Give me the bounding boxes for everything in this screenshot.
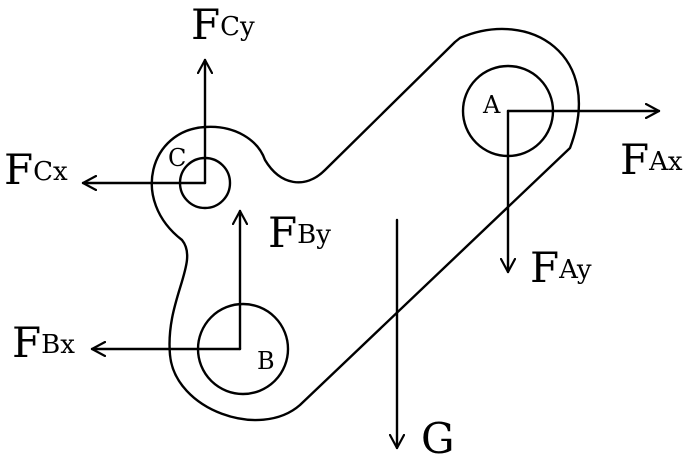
force-label-FCx: FCx <box>4 145 68 194</box>
force-label-FAy: FAy <box>530 243 592 292</box>
force-label-G: G <box>421 414 455 461</box>
force-label-FAx: FAx <box>620 135 683 184</box>
force-label-FCy: FCy <box>191 0 255 49</box>
body-outline <box>150 27 581 422</box>
point-label-B: B <box>257 347 275 375</box>
point-label-C: C <box>168 144 186 172</box>
force-label-FBy: FBy <box>268 208 331 257</box>
point-label-A: A <box>482 91 501 119</box>
force-label-FBx: FBx <box>12 318 75 367</box>
